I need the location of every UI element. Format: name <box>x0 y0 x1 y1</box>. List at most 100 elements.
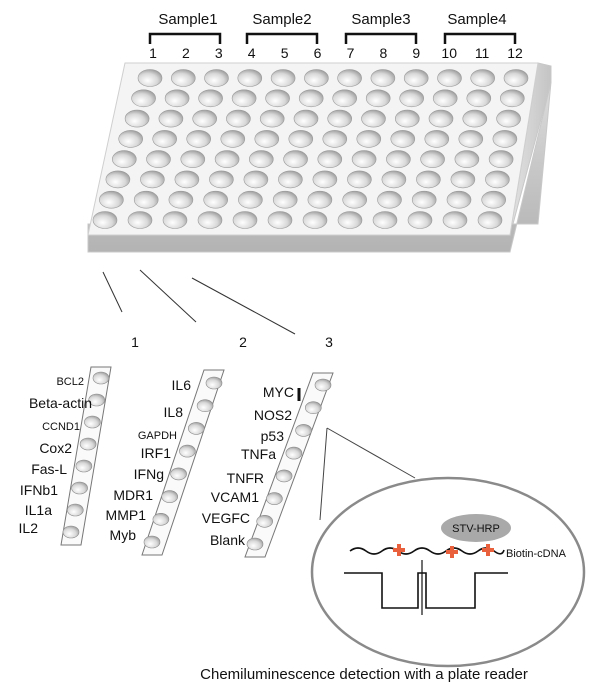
connector-line <box>191 277 296 335</box>
plate-well <box>92 211 118 229</box>
plate-well <box>381 170 407 189</box>
plate-well <box>337 69 362 87</box>
plate-well <box>248 150 274 168</box>
gene-label: Myb <box>110 527 137 543</box>
strip-well <box>152 512 170 526</box>
plate-well <box>99 190 124 209</box>
plate-well <box>416 170 441 189</box>
column-number: 11 <box>475 45 490 61</box>
strip-well <box>205 376 223 390</box>
biotin-marker <box>482 544 494 556</box>
zoom-lines <box>319 427 416 521</box>
plate-well <box>192 109 217 128</box>
plate-well <box>272 190 298 209</box>
column-number: 5 <box>281 45 289 61</box>
gene-label: VEGFC <box>202 510 250 526</box>
plate-well <box>403 69 429 87</box>
strip-well <box>170 467 187 481</box>
sample-bracket <box>148 32 222 44</box>
gene-label: IRF1 <box>141 445 172 461</box>
plate-well <box>127 211 153 229</box>
plate-well <box>470 69 496 87</box>
sample-label: Sample4 <box>447 11 506 28</box>
column-number: 1 <box>149 45 157 61</box>
plate-well <box>372 211 398 229</box>
strip-well <box>179 444 196 458</box>
gene-label: MDR1 <box>113 487 153 503</box>
plate-well <box>226 109 251 128</box>
plate-well <box>446 190 472 209</box>
plate-well <box>370 69 396 87</box>
strip-3-labels: MYC NOS2 p53 TNFa TNFR VCAM1 VEGFC Blank <box>202 384 301 548</box>
plate-well <box>137 69 163 87</box>
column-number: 6 <box>314 45 322 61</box>
zoom-line <box>326 427 416 479</box>
gene-label: IFNg <box>134 466 164 482</box>
plate-well <box>496 109 521 128</box>
plate-well <box>407 211 433 229</box>
plate-well <box>399 89 425 108</box>
strip-well <box>188 422 205 435</box>
plate-well <box>488 150 514 168</box>
biotin-markers <box>393 544 494 558</box>
plate-well <box>112 150 137 168</box>
plate-well <box>140 170 165 189</box>
plate-well <box>254 130 280 148</box>
plate-well <box>168 190 194 209</box>
plate-well <box>361 109 386 128</box>
plate-well <box>174 170 200 189</box>
plate-well <box>365 89 391 108</box>
plate-well <box>481 190 507 209</box>
strip-well <box>67 503 84 517</box>
strip-1-labels: BCL2 Beta-actin CCND1 Cox2 Fas-L IFNb1 I… <box>19 376 92 536</box>
gene-label: NOS2 <box>254 407 292 423</box>
plate-well <box>394 109 420 128</box>
magnified-well-circle <box>310 476 586 668</box>
strip-number: 3 <box>325 334 333 350</box>
gene-label: IL1a <box>25 502 52 518</box>
plate-well <box>238 190 263 209</box>
plate-well <box>492 130 518 148</box>
plate-well <box>203 190 228 209</box>
plate-well <box>220 130 246 148</box>
strip-well <box>84 415 101 429</box>
connector-line <box>102 271 123 313</box>
biotin-cdna-label: Biotin-cDNA <box>506 548 567 560</box>
gene-label: Fas-L <box>31 461 67 477</box>
plate-well <box>411 190 437 209</box>
plate-well <box>342 190 368 209</box>
strip-well <box>71 481 88 495</box>
plate-well <box>437 69 462 87</box>
plate-well <box>293 109 319 128</box>
plate-well <box>270 69 296 87</box>
strip-connectors <box>102 269 296 335</box>
plate-well <box>424 130 450 148</box>
strip-number: 2 <box>239 334 247 350</box>
gene-label: TNFa <box>241 446 276 462</box>
plate-well <box>322 130 348 148</box>
plate-well <box>259 109 285 128</box>
well-strip-1 <box>60 366 112 546</box>
plate-well <box>337 211 363 229</box>
strip-body <box>244 372 334 558</box>
plate-well <box>312 170 338 189</box>
sample-labels: Sample1 Sample2 Sample3 Sample4 <box>148 11 517 44</box>
gene-label: IL6 <box>172 377 192 393</box>
plate-well <box>428 109 454 128</box>
column-number: 4 <box>248 45 256 61</box>
sample-bracket <box>344 32 418 44</box>
plate-top-face <box>87 62 539 236</box>
plate-well <box>332 89 358 108</box>
strip-well <box>88 393 105 407</box>
plate-well <box>485 170 510 189</box>
plate-well <box>442 211 468 229</box>
gene-label: p53 <box>261 428 285 444</box>
strip-well <box>143 535 161 549</box>
plate-well <box>243 170 269 189</box>
strip-well <box>75 459 93 473</box>
strip-well <box>196 399 214 413</box>
strip-well <box>161 490 178 503</box>
strip-well <box>285 446 303 460</box>
well-strip-3 <box>244 372 334 558</box>
plate-well <box>158 109 184 128</box>
